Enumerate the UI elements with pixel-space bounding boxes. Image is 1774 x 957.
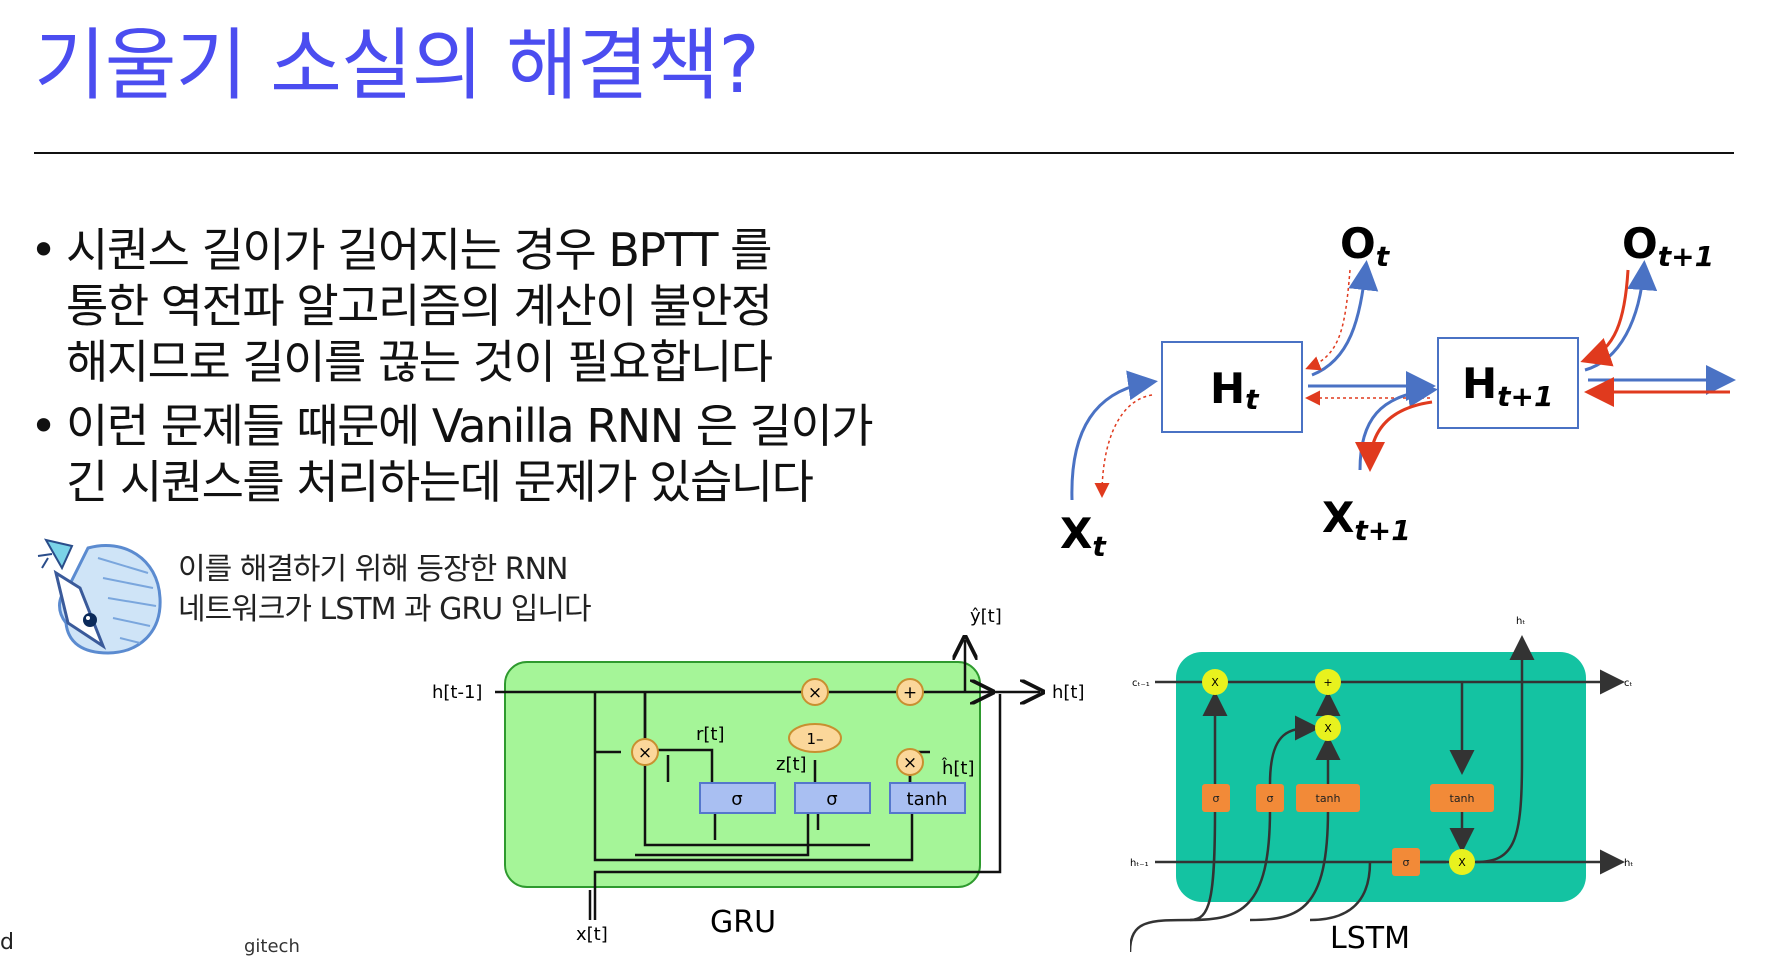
title-divider	[34, 152, 1734, 154]
tanh-label: tanh	[907, 789, 948, 810]
ht-label: Ht	[1210, 364, 1260, 416]
x-in-label: x[t]	[576, 924, 608, 945]
ot1-arrow	[1584, 260, 1658, 372]
ot1-grad-arrow	[1580, 269, 1630, 367]
sigma-label: σ	[1267, 792, 1274, 805]
sigma-label: σ	[731, 789, 742, 810]
mult-op	[1449, 849, 1475, 875]
h-top-label: hₜ	[1516, 616, 1525, 627]
mult-label: X	[1211, 676, 1219, 689]
note-line: 이를 해결하기 위해 등장한 RNN	[178, 552, 568, 587]
bullet-dot: •	[30, 223, 58, 277]
one-minus-label: 1–	[806, 730, 823, 748]
sigma-label: σ	[1403, 856, 1410, 869]
note-line: 네트워크가 LSTM 과 GRU 입니다	[178, 592, 592, 627]
gru-diagram: σ σ tanh × + × × 1– h[t-1] h[t] ŷ[t] x[t…	[432, 606, 1085, 945]
bullet-line: 해지므로 길이를 끊는 것이 필요합니다	[66, 335, 773, 389]
ht1-label: Ht+1	[1462, 359, 1553, 413]
bullet-item: • 이런 문제들 때문에 Vanilla RNN 은 길이가 긴 시퀀스를 처리…	[30, 398, 1030, 510]
output-grad-arrow	[1305, 269, 1351, 371]
gru-caption: GRU	[710, 905, 776, 940]
h-in-label: h[t-1]	[432, 682, 482, 703]
hidden-state-t1-box	[1437, 337, 1579, 429]
ot1-label: Ot+1	[1622, 219, 1714, 273]
forget-gate	[1202, 784, 1230, 812]
tanh-label: tanh	[1316, 792, 1341, 805]
candidate-gate	[1296, 784, 1360, 812]
output-arrow	[1311, 260, 1379, 377]
lstm-diagram: σ σ tanh tanh σ X + X X cₜ₋₁ cₜ hₜ₋₁ hₜ …	[1130, 616, 1633, 952]
c-out-label: cₜ	[1624, 678, 1632, 689]
mult-label: ×	[638, 743, 652, 763]
plus-label: +	[903, 683, 917, 703]
bullet-line: 시퀀스 길이가 길어지는 경우 BPTT 를	[66, 223, 772, 277]
input-arrow	[1070, 370, 1158, 501]
sigma-label: σ	[826, 789, 837, 810]
xt1-grad-arrow	[1355, 400, 1433, 472]
sigma-label: σ	[1213, 792, 1220, 805]
mult-label: X	[1458, 856, 1466, 869]
footer-brand: gitech	[244, 936, 300, 957]
h-in-label: hₜ₋₁	[1130, 858, 1149, 869]
ot-label: Ot	[1340, 219, 1391, 273]
tanh-label: tanh	[1450, 792, 1475, 805]
update-gate-sigma	[794, 782, 871, 814]
gru-cell	[504, 661, 981, 888]
bullet-list: • 시퀀스 길이가 길어지는 경우 BPTT 를 통한 역전파 알고리즘의 계산…	[30, 222, 1030, 518]
h-out-label: hₜ	[1624, 858, 1633, 869]
candidate-label: ĥ[t]	[941, 757, 975, 779]
xt1-label: Xt+1	[1322, 493, 1411, 547]
bullet-item: • 시퀀스 길이가 길어지는 경우 BPTT 를 통한 역전파 알고리즘의 계산…	[30, 222, 1030, 390]
output-gate	[1392, 848, 1420, 876]
c-in-label: cₜ₋₁	[1132, 678, 1150, 689]
xt-label: Xt	[1060, 509, 1107, 563]
lstm-caption: LSTM	[1330, 921, 1410, 952]
input-grad-arrow	[1094, 394, 1153, 498]
h-out-label: h[t]	[1052, 682, 1085, 703]
mult-label: ×	[903, 753, 917, 773]
mult-label: ×	[808, 683, 822, 703]
mult-label: X	[1324, 722, 1332, 735]
mascot-icon	[37, 538, 162, 655]
lstm-cell	[1176, 652, 1586, 902]
one-minus-op	[788, 723, 842, 753]
mult-op	[896, 748, 924, 776]
add-op	[1315, 669, 1341, 695]
add-op	[896, 678, 924, 706]
bptt-diagram: Ht Ht+1 Ot Ot+1 Xt Xt+1	[1060, 219, 1736, 563]
reset-gate-sigma	[699, 782, 776, 814]
hidden-state-t-box	[1161, 341, 1303, 433]
input-gate	[1256, 784, 1284, 812]
mult-op	[1202, 669, 1228, 695]
update-gate-label: z[t]	[776, 754, 807, 775]
candidate-tanh	[889, 782, 966, 814]
reset-gate-label: r[t]	[696, 724, 725, 745]
footer-logo: d	[0, 930, 14, 955]
bullet-line: 통한 역전파 알고리즘의 계산이 불안정	[66, 279, 773, 333]
mult-op	[1315, 715, 1341, 741]
note-text: 이를 해결하기 위해 등장한 RNN 네트워크가 LSTM 과 GRU 입니다	[178, 550, 592, 630]
y-out-label: ŷ[t]	[970, 606, 1002, 627]
bullet-line: 이런 문제들 때문에 Vanilla RNN 은 길이가	[66, 399, 874, 453]
slide-title: 기울기 소실의 해결책?	[34, 21, 760, 111]
bullet-line: 긴 시퀀스를 처리하는데 문제가 있습니다	[66, 455, 814, 509]
mult-op	[631, 738, 659, 766]
plus-label: +	[1323, 676, 1332, 689]
cell-tanh	[1430, 784, 1494, 812]
mult-op	[801, 678, 829, 706]
bullet-dot: •	[30, 399, 58, 453]
